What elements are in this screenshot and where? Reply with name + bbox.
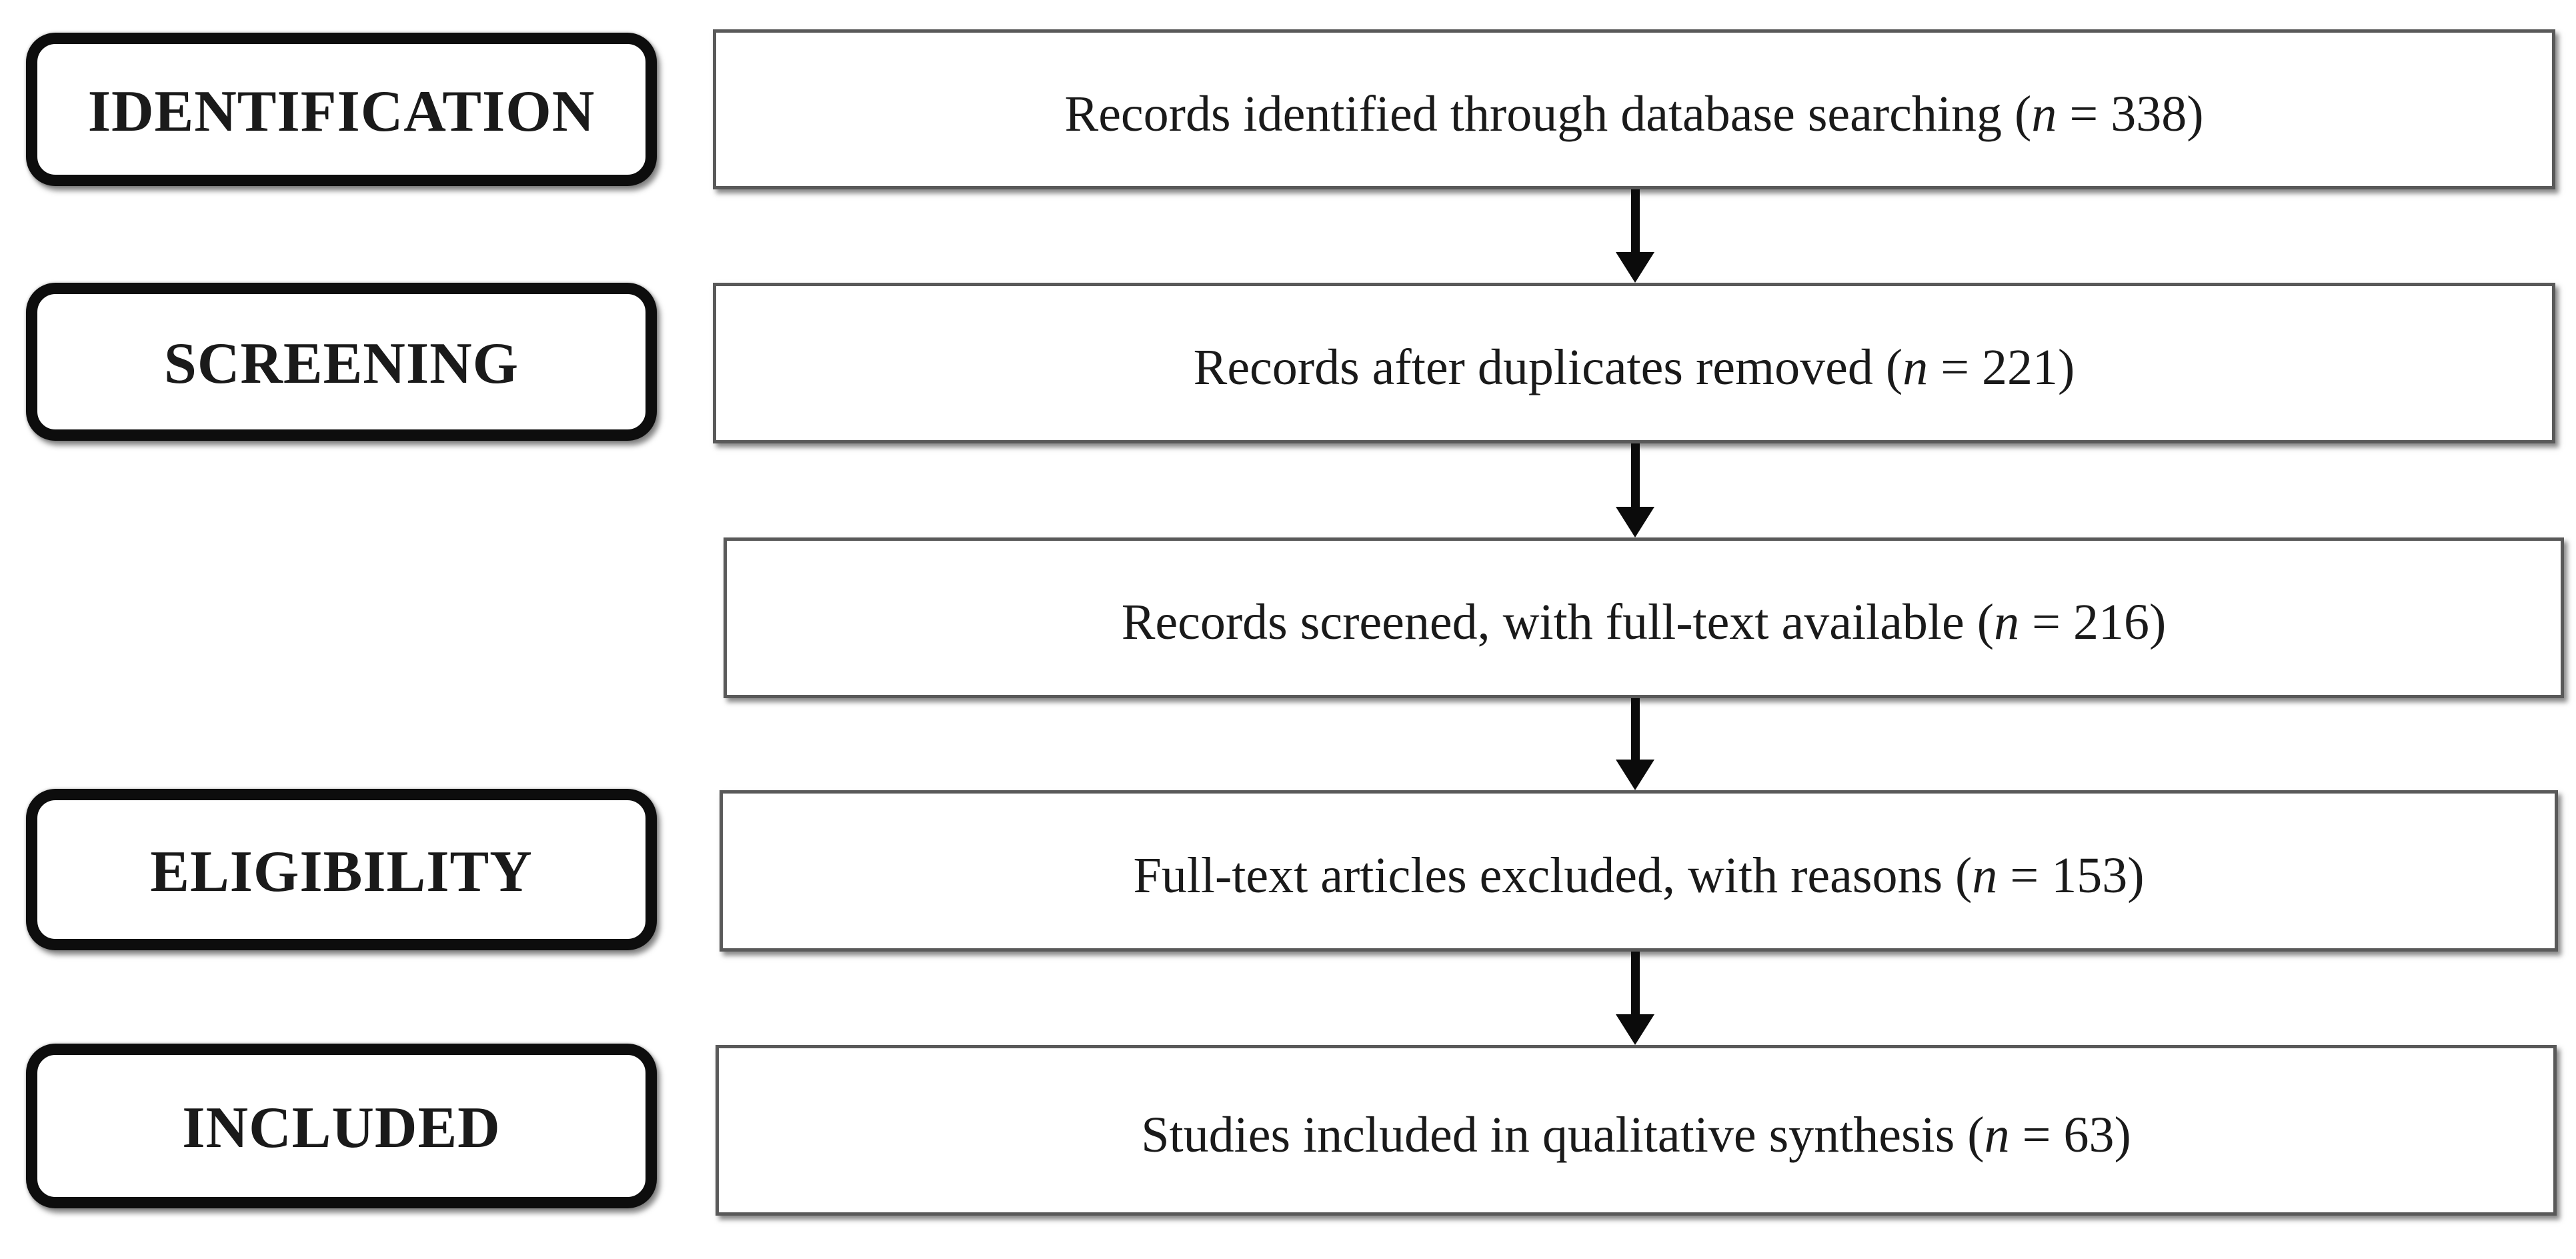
step-text-duplicates-removed: Records after duplicates removed (n = 22… [1194,329,2075,397]
n-variable: n [1984,1106,2010,1163]
stage-box-included: INCLUDED [26,1044,657,1208]
step-text-fulltext-excluded: Full-text articles excluded, with reason… [1133,838,2144,905]
step-text-prefix: Records identified through database sear… [1064,85,2032,142]
stage-box-screening: SCREENING [26,283,657,441]
n-variable: n [1902,339,1928,395]
down-arrow-4 [1616,952,1654,1045]
step-box-duplicates-removed: Records after duplicates removed (n = 22… [713,283,2555,443]
arrow-shaft [1630,189,1640,252]
down-arrow-1 [1616,189,1654,283]
stage-label-screening: SCREENING [163,331,519,396]
arrow-head-icon [1616,1014,1654,1045]
n-variable: n [1994,594,2020,650]
step-text-suffix: = 221) [1928,339,2075,395]
arrow-head-icon [1616,760,1654,790]
stage-label-included: INCLUDED [182,1096,501,1160]
step-text-prefix: Full-text articles excluded, with reason… [1133,847,1973,904]
step-text-suffix: = 216) [2019,594,2167,650]
arrow-head-icon [1616,252,1654,283]
arrow-shaft [1630,443,1640,507]
step-text-prefix: Studies included in qualitative synthesi… [1141,1106,1985,1163]
arrow-shaft [1630,952,1640,1014]
step-box-records-screened: Records screened, with full-text availab… [724,537,2564,698]
stage-box-identification: IDENTIFICATION [26,33,657,186]
step-text-suffix: = 63) [2009,1106,2131,1163]
step-text-prefix: Records screened, with full-text availab… [1121,594,1995,650]
step-text-prefix: Records after duplicates removed ( [1193,339,1903,395]
arrow-head-icon [1616,507,1654,537]
stage-box-eligibility: ELIGIBILITY [26,789,657,950]
step-text-records-identified: Records identified through database sear… [1065,76,2204,143]
stage-label-eligibility: ELIGIBILITY [150,839,533,904]
down-arrow-3 [1616,698,1654,790]
arrow-shaft [1630,698,1640,760]
down-arrow-2 [1616,443,1654,537]
step-text-suffix: = 338) [2057,85,2204,142]
step-box-studies-included: Studies included in qualitative synthesi… [716,1045,2557,1216]
step-text-records-screened: Records screened, with full-text availab… [1122,584,2167,652]
step-text-studies-included: Studies included in qualitative synthesi… [1141,1097,2131,1164]
n-variable: n [2031,85,2057,142]
step-box-fulltext-excluded: Full-text articles excluded, with reason… [720,790,2558,952]
step-box-records-identified: Records identified through database sear… [713,29,2555,189]
step-text-suffix: = 153) [1997,847,2145,904]
stage-label-identification: IDENTIFICATION [87,79,595,144]
n-variable: n [1972,847,1998,904]
